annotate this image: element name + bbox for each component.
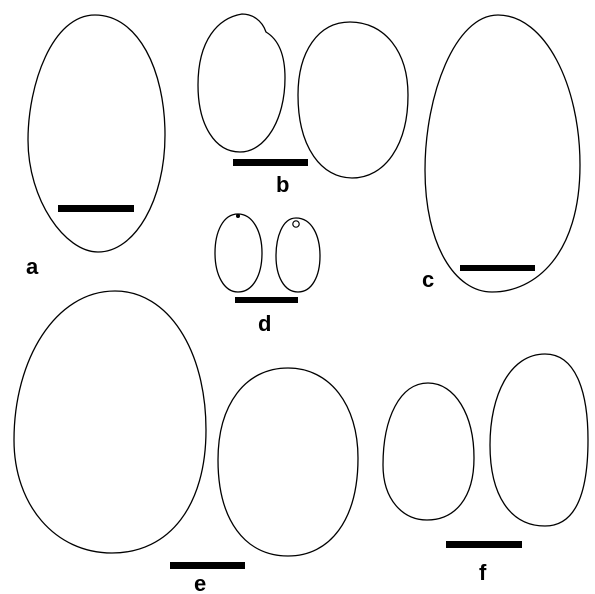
panel-b-outline-left (197, 13, 286, 153)
panel-f-label: f (479, 560, 487, 585)
panel-a-outline (27, 14, 166, 253)
panel-d-label: d (258, 311, 271, 336)
panel-d-outline-right (275, 217, 321, 293)
panel-f-outline-left (382, 382, 475, 521)
panel-b-label: b (276, 172, 289, 197)
panel-f-scale-bar (446, 541, 522, 548)
panel-b: b (197, 13, 409, 197)
panel-a-label: a (26, 254, 39, 279)
panel-e-outline-left (13, 290, 207, 554)
panel-c-scale-bar (460, 265, 535, 271)
panel-d-outline-left (214, 213, 263, 293)
panel-c-label: c (422, 267, 434, 292)
panel-f: f (382, 353, 589, 585)
panel-c-outline (424, 14, 581, 293)
panel-e: e (13, 290, 359, 594)
panel-a: a (26, 14, 166, 279)
panel-f-outline-right (489, 353, 589, 527)
panel-c: c (422, 14, 581, 293)
panel-d-left-marker-dot (236, 214, 240, 218)
panel-a-scale-bar (58, 205, 134, 212)
panel-d-scale-bar (235, 297, 298, 303)
panel-e-scale-bar (170, 562, 245, 569)
panel-d: d (214, 213, 321, 336)
panel-d-right-marker-ring (292, 220, 300, 228)
panel-e-label: e (194, 571, 206, 594)
panel-e-outline-right (217, 367, 359, 557)
panel-b-scale-bar (233, 159, 308, 166)
panel-b-outline-right (297, 21, 409, 179)
